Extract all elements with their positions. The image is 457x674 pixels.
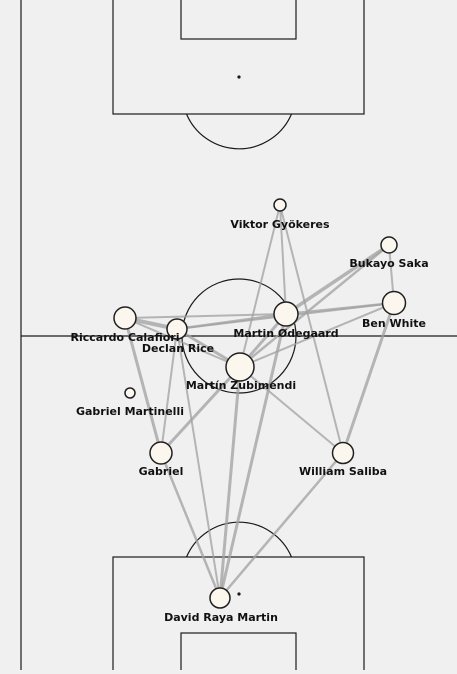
- pass-line-odegaard-gyokeres: [279, 204, 287, 315]
- player-node-calafiori[interactable]: [113, 306, 137, 330]
- player-label-white: Ben White: [362, 317, 426, 330]
- player-node-white[interactable]: [381, 290, 407, 316]
- pass-line-saliba-white: [341, 301, 396, 455]
- penalty-spot-bottom: [237, 592, 241, 596]
- pass-line-zubimendi-calafiori: [124, 317, 241, 368]
- player-node-gyokeres[interactable]: [273, 198, 287, 212]
- pass-line-saliba-gyokeres: [279, 204, 344, 454]
- player-label-odegaard: Martin Ødegaard: [233, 327, 338, 340]
- player-label-raya: David Raya Martin: [164, 611, 278, 624]
- pass-line-zubimendi-saka: [238, 243, 391, 369]
- player-label-rice: Declan Rice: [142, 342, 214, 355]
- pass-line-gabriel-rice: [160, 328, 178, 454]
- player-label-saka: Bukayo Saka: [349, 257, 428, 270]
- pass-line-saliba-zubimendi: [239, 366, 344, 454]
- pass-line-calafiori-odegaard: [124, 313, 287, 319]
- pass-line-raya-zubimendi: [218, 365, 242, 600]
- goal-area-top: [180, 0, 297, 40]
- player-label-zubimendi: Martín Zubimendi: [186, 379, 296, 392]
- pass-line-raya-odegaard: [218, 312, 288, 600]
- player-label-saliba: William Saliba: [299, 465, 387, 478]
- player-label-martinelli: Gabriel Martinelli: [76, 405, 184, 418]
- player-label-gabriel: Gabriel: [139, 465, 184, 478]
- penalty-area-top: [112, 0, 365, 115]
- player-node-rice[interactable]: [166, 318, 188, 340]
- player-node-raya[interactable]: [209, 587, 231, 609]
- pass-line-odegaard-saka: [284, 243, 391, 316]
- player-labels: David Raya Martin William Saliba Gabriel Ga…: [71, 218, 429, 624]
- goal-area-bottom: [180, 632, 297, 674]
- player-node-zubimendi[interactable]: [225, 352, 255, 382]
- pass-line-raya-saliba: [218, 451, 345, 600]
- pass-line-raya-gabriel: [159, 451, 222, 600]
- player-node-odegaard[interactable]: [273, 301, 299, 327]
- pass-line-raya-rice: [176, 328, 221, 599]
- pass-line-zubimendi-white: [239, 302, 395, 368]
- pass-line-gabriel-zubimendi: [159, 365, 242, 455]
- player-node-gabriel[interactable]: [149, 441, 173, 465]
- penalty-arc-top: [185, 113, 293, 150]
- player-node-saka[interactable]: [380, 236, 398, 254]
- penalty-spot-top: [237, 75, 241, 79]
- player-node-saliba[interactable]: [331, 441, 355, 465]
- pass-line-gabriel-calafiori: [123, 316, 163, 455]
- player-label-calafiori: Riccardo Calafiori: [71, 331, 180, 344]
- pass-line-gyokeres-zubimendi: [239, 204, 281, 368]
- player-label-gyokeres: Viktor Gyökeres: [230, 218, 330, 231]
- player-nodes: [113, 198, 407, 609]
- player-node-martinelli[interactable]: [124, 387, 136, 399]
